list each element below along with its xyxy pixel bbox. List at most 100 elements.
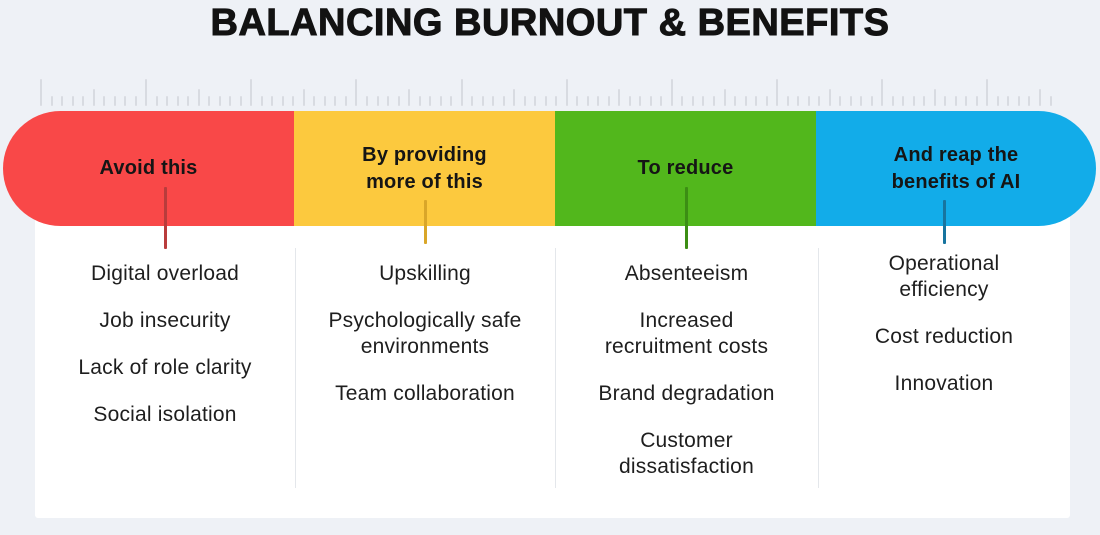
ruler-tick bbox=[481, 96, 484, 106]
ruler-tick bbox=[40, 79, 42, 106]
ruler-tick bbox=[723, 89, 726, 106]
ruler-tick bbox=[103, 96, 106, 106]
ruler-tick bbox=[965, 96, 968, 106]
ruler-tick bbox=[828, 89, 831, 106]
ruler-tick bbox=[439, 96, 442, 106]
ruler-tick bbox=[1028, 96, 1031, 106]
ruler-tick bbox=[954, 96, 957, 106]
pill-segment-2: By providing more of this bbox=[294, 111, 555, 226]
ruler-tick bbox=[891, 96, 894, 106]
ruler-tick bbox=[124, 96, 127, 106]
ruler-tick bbox=[302, 89, 305, 106]
ruler-tick bbox=[912, 96, 915, 106]
ruler-tick bbox=[292, 96, 295, 106]
list-item: Customer dissatisfaction bbox=[619, 429, 754, 478]
ruler-tick bbox=[176, 96, 179, 106]
ruler-tick bbox=[986, 79, 989, 106]
ruler-tick bbox=[197, 89, 200, 106]
ruler-tick bbox=[155, 96, 158, 106]
column-divider bbox=[818, 248, 819, 488]
ruler-tick bbox=[166, 96, 169, 106]
pill-segment-label: To reduce bbox=[637, 157, 734, 179]
ruler-tick bbox=[1049, 96, 1052, 106]
ruler-tick bbox=[944, 96, 947, 106]
ruler-tick bbox=[807, 96, 810, 106]
ruler-tick bbox=[597, 96, 600, 106]
ruler-tick bbox=[839, 96, 842, 106]
ruler-tick bbox=[576, 96, 579, 106]
ruler-tick bbox=[639, 96, 642, 106]
ruler-tick bbox=[849, 96, 852, 106]
ruler-tick bbox=[523, 96, 526, 106]
ruler-tick bbox=[797, 96, 800, 106]
ruler-tick bbox=[933, 89, 936, 106]
ruler-tick bbox=[744, 96, 747, 106]
pill-segment-4: And reap the benefits of AI bbox=[816, 111, 1096, 226]
pill-segment-label: By providing more of this bbox=[362, 143, 487, 193]
ruler-tick bbox=[544, 96, 547, 106]
ruler-tick bbox=[492, 96, 495, 106]
ruler-tick bbox=[502, 96, 505, 106]
ruler-tick bbox=[923, 96, 926, 106]
ruler-tick bbox=[113, 96, 116, 106]
ruler-tick bbox=[250, 79, 253, 106]
ruler-tick bbox=[996, 96, 999, 106]
ruler-tick bbox=[534, 96, 537, 106]
ruler-tick bbox=[408, 89, 411, 106]
pill-segment-label: Avoid this bbox=[99, 157, 198, 179]
ruler-tick bbox=[450, 96, 453, 106]
ruler-tick bbox=[334, 96, 337, 106]
ruler-tick bbox=[681, 96, 684, 106]
ruler-tick bbox=[660, 96, 663, 106]
ruler-tick bbox=[50, 96, 53, 106]
list-item: Team collaboration bbox=[335, 382, 515, 405]
ruler-tick bbox=[586, 96, 589, 106]
ruler-tick bbox=[702, 96, 705, 106]
pill-segment-label: And reap the benefits of AI bbox=[891, 143, 1021, 193]
ruler-tick bbox=[92, 89, 95, 106]
ruler-tick bbox=[387, 96, 390, 106]
connector-line-2 bbox=[423, 200, 427, 244]
ruler-tick bbox=[691, 96, 694, 106]
ruler-tick bbox=[187, 96, 190, 106]
ruler-tick bbox=[313, 96, 316, 106]
ruler-tick bbox=[618, 89, 621, 106]
ruler-tick bbox=[786, 96, 789, 106]
column-divider bbox=[295, 248, 296, 488]
ruler-tick bbox=[513, 89, 516, 106]
list-item: Innovation bbox=[894, 372, 994, 395]
ruler-tick bbox=[776, 79, 779, 106]
ruler-tick bbox=[82, 96, 85, 106]
ruler-tick bbox=[649, 96, 652, 106]
ruler-tick bbox=[607, 96, 610, 106]
ruler-tick bbox=[281, 96, 284, 106]
ruler-tick bbox=[271, 96, 274, 106]
ruler-tick bbox=[734, 96, 737, 106]
list-item: Operational efficiency bbox=[888, 252, 1000, 301]
ruler-tick bbox=[376, 96, 379, 106]
list-item: Upskilling bbox=[379, 262, 471, 285]
list-item: Job insecurity bbox=[99, 309, 231, 332]
list-item: Lack of role clarity bbox=[78, 356, 252, 379]
ruler-tick bbox=[397, 96, 400, 106]
pill-segment-1: Avoid this bbox=[3, 111, 294, 226]
pill-bar: Avoid this By providing more of this To re… bbox=[3, 111, 1096, 226]
ruler-tick bbox=[1038, 89, 1041, 106]
ruler bbox=[40, 79, 1052, 106]
ruler-tick bbox=[323, 96, 326, 106]
ruler-tick bbox=[218, 96, 221, 106]
list-item: Cost reduction bbox=[874, 325, 1014, 348]
ruler-tick bbox=[755, 96, 758, 106]
ruler-tick bbox=[208, 96, 211, 106]
list-item: Absenteeism bbox=[624, 262, 749, 285]
ruler-tick bbox=[1007, 96, 1010, 106]
ruler-tick bbox=[881, 79, 884, 106]
ruler-tick bbox=[471, 96, 474, 106]
ruler-tick bbox=[355, 79, 358, 106]
ruler-tick bbox=[71, 96, 74, 106]
ruler-tick bbox=[260, 96, 263, 106]
